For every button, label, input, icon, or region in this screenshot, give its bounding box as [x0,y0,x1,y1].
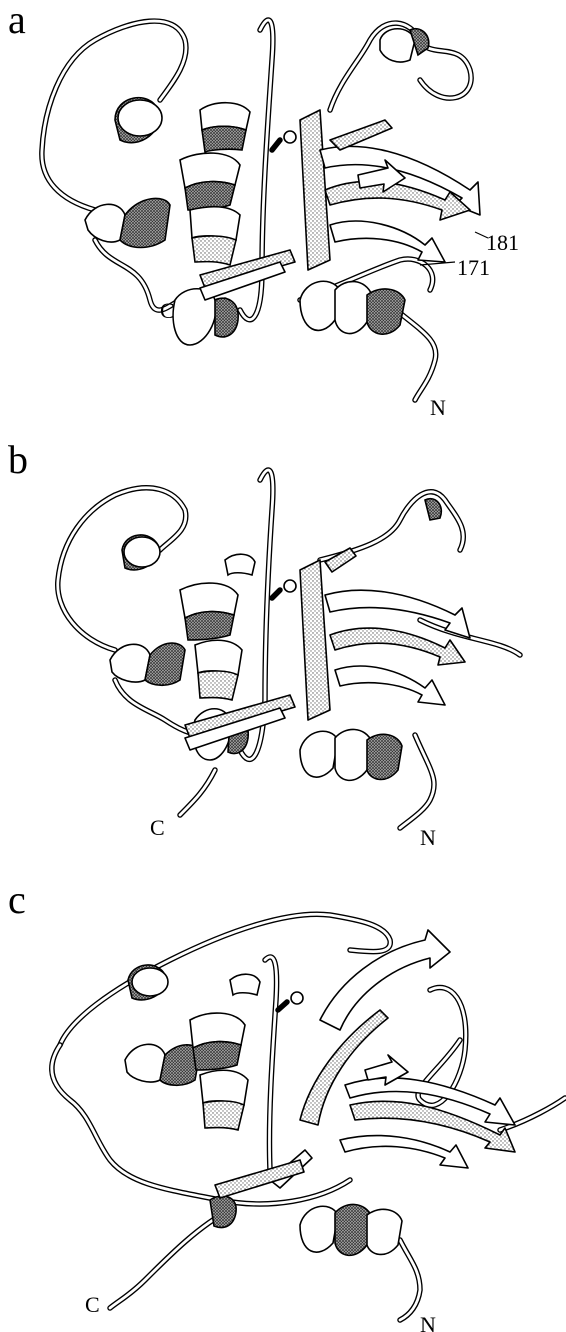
panel-b: b [0,440,566,870]
c-terminus-label-c: C [85,1292,100,1317]
panel-c: c [0,880,566,1332]
ribbon-structure-a: 181 171 C N [0,0,566,430]
c-terminus-label-b: C [150,815,165,840]
ribbon-structure-b: C N [0,440,566,870]
n-terminus-label-a: N [430,395,446,420]
n-terminus-label-c: N [420,1312,436,1332]
residue-label-171: 171 [457,255,490,280]
residue-label-181: 181 [486,230,519,255]
strands-c [215,930,515,1198]
n-terminus-label-b: N [420,825,436,850]
panel-a: a [0,0,566,430]
c-terminus-label-a: C [160,298,175,323]
ribbon-structure-c: C N [0,880,566,1332]
